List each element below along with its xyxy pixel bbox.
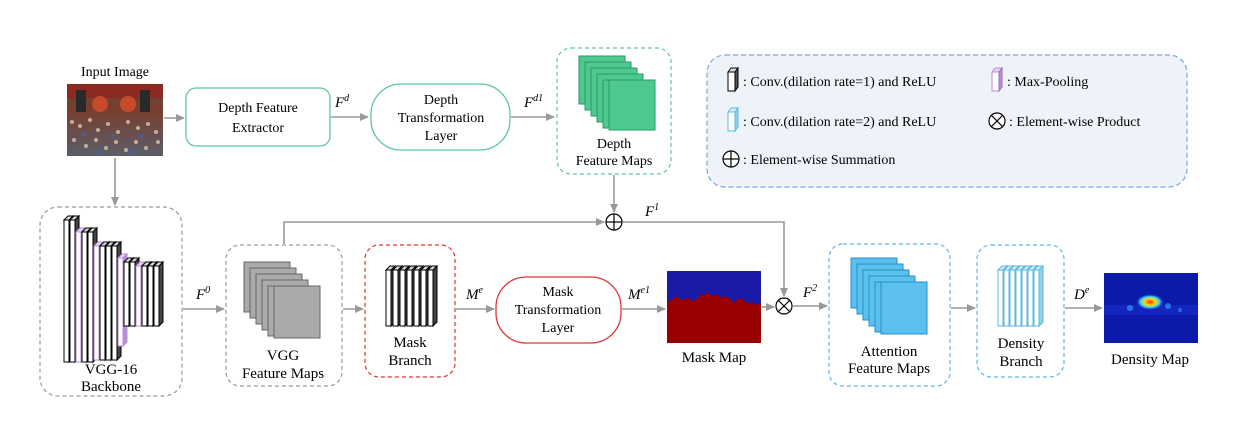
- density-map-image: [1104, 273, 1198, 343]
- legend-product: : Element-wise Product: [1009, 115, 1141, 130]
- density-branch-layers: [996, 264, 1045, 328]
- vgg-backbone-line2: Backbone: [81, 379, 141, 395]
- vgg-feature-maps-stack: [243, 261, 321, 339]
- mask-transformation-layer-box: [495, 276, 622, 344]
- attention-maps-line1: Attention: [861, 344, 918, 360]
- mask-map-image: [667, 271, 761, 343]
- depth-extractor-line2: Extractor: [232, 121, 284, 136]
- depth-feature-maps-stack: [578, 55, 656, 131]
- conv-dilation1-icon: [727, 66, 739, 93]
- mask-transform-line3: Layer: [542, 321, 575, 336]
- attention-maps-line2: Feature Maps: [848, 361, 930, 377]
- depth-extractor-line1: Depth Feature: [218, 101, 298, 116]
- symbol-de: De: [1073, 285, 1090, 303]
- vgg-conv-layer: [152, 260, 165, 328]
- arrow-sum-to-product: [623, 221, 788, 297]
- mask-conv-layer: [426, 264, 439, 328]
- connectors: [111, 113, 1103, 313]
- symbol-fd1: Fd1: [523, 93, 543, 111]
- conv-dilation2-icon: [727, 106, 739, 133]
- mask-transform-line2: Transformation: [515, 303, 602, 318]
- depth-maps-line1: Depth: [597, 137, 631, 152]
- mask-transform-line1: Mask: [542, 285, 573, 300]
- product-operator-icon: [775, 297, 793, 315]
- depth-maps-line2: Feature Maps: [576, 154, 653, 169]
- mask-branch-layers: [384, 264, 439, 328]
- depth-transformation-layer-box: [370, 83, 511, 151]
- density-branch-line2: Branch: [999, 354, 1043, 370]
- density-conv-layer: [1032, 264, 1045, 328]
- symbol-f0: F0: [195, 285, 210, 303]
- legend-conv1: : Conv.(dilation rate=1) and ReLU: [743, 75, 936, 90]
- mask-map-label: Mask Map: [682, 350, 747, 366]
- element-wise-summation-icon: [722, 150, 740, 168]
- input-image: [67, 84, 163, 156]
- vgg-backbone-line1: VGG-16: [85, 362, 138, 378]
- symbol-f2: F2: [802, 283, 817, 301]
- legend-box: [706, 54, 1188, 188]
- symbol-f1: F1: [644, 202, 659, 220]
- depth-transform-line1: Depth: [424, 93, 458, 108]
- mask-branch-line1: Mask: [393, 335, 427, 351]
- summation-operator-icon: [605, 213, 623, 231]
- symbol-fd: Fd: [334, 93, 350, 111]
- input-image-label: Input Image: [81, 65, 149, 80]
- symbol-me1: Me1: [627, 285, 650, 303]
- vgg-maps-line2: Feature Maps: [242, 366, 324, 382]
- depth-transform-line3: Layer: [425, 129, 458, 144]
- density-branch-line1: Density: [998, 336, 1045, 352]
- arrow-vggmaps-to-sum: [283, 218, 605, 244]
- max-pooling-icon: [991, 66, 1003, 93]
- depth-feature-extractor-box: [185, 87, 331, 147]
- legend-summation: : Element-wise Summation: [743, 153, 895, 168]
- legend-conv2: : Conv.(dilation rate=2) and ReLU: [743, 115, 936, 130]
- density-map-label: Density Map: [1111, 352, 1189, 368]
- element-wise-product-icon: [988, 112, 1006, 130]
- mask-branch-line2: Branch: [388, 353, 432, 369]
- vgg-maps-line1: VGG: [267, 348, 300, 364]
- attention-feature-maps-stack: [850, 257, 928, 335]
- vgg16-layers: [62, 214, 165, 364]
- depth-transform-line2: Transformation: [398, 111, 485, 126]
- legend-maxpool: : Max-Pooling: [1007, 75, 1088, 90]
- symbol-me: Me: [465, 285, 484, 303]
